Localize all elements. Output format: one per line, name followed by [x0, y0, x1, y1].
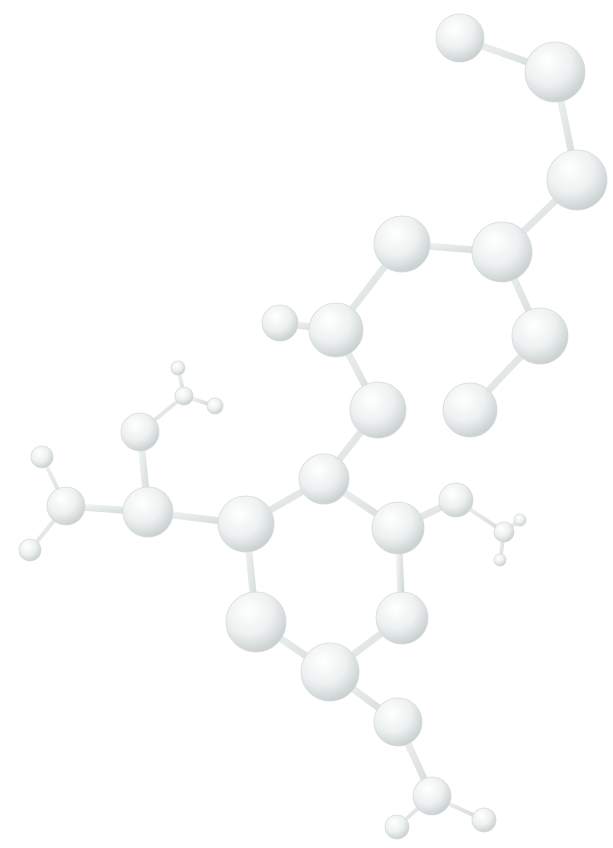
atom [442, 382, 498, 438]
hydrogen-atom [18, 538, 42, 562]
atom [217, 495, 275, 553]
atom [471, 221, 533, 283]
atom [511, 307, 569, 365]
hydrogen-atom [471, 807, 497, 833]
atom-layer [18, 13, 608, 840]
atom [225, 591, 287, 653]
hydrogen-atom [493, 553, 507, 567]
atom [308, 302, 364, 358]
hydrogen-atom [384, 814, 410, 840]
atom [373, 215, 431, 273]
atom [371, 501, 425, 555]
atom [120, 412, 160, 452]
hydrogen-atom [174, 386, 194, 406]
atom [261, 304, 299, 342]
atom [122, 486, 174, 538]
atom [375, 591, 429, 645]
hydrogen-atom [170, 360, 186, 376]
atom [524, 41, 586, 103]
atom [438, 482, 474, 518]
atom [373, 697, 423, 747]
hydrogen-atom [513, 513, 527, 527]
atom [46, 486, 86, 526]
atom [298, 453, 350, 505]
hydrogen-atom [30, 445, 54, 469]
atom [546, 149, 608, 211]
atom [300, 642, 360, 702]
bond-layer [28, 34, 581, 829]
atom [435, 13, 485, 63]
hydrogen-atom [493, 521, 515, 543]
hydrogen-atom [206, 397, 224, 415]
atom [412, 776, 452, 816]
atom [349, 381, 407, 439]
